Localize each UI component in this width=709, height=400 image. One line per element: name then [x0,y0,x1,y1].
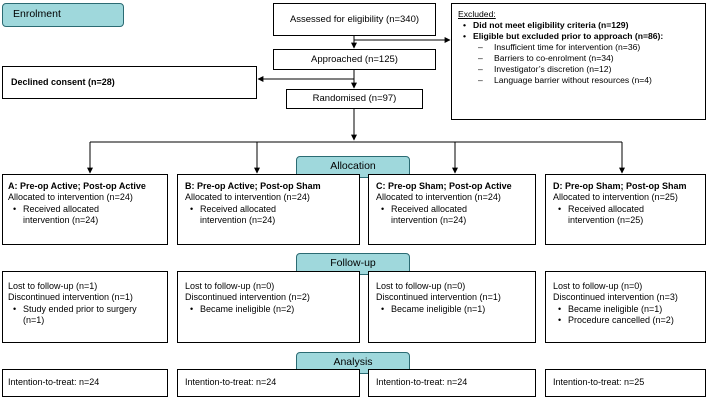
excluded-sub-discretion: Investigator’s discretion (n=12) [458,64,699,75]
allocation-box-A: A: Pre-op Active; Post-op Active Allocat… [2,174,168,245]
followup-box-C: Lost to follow-up (n=0) Discontinued int… [368,271,536,343]
allocation-box-D: D: Pre-op Sham; Post-op Sham Allocated t… [545,174,706,245]
excluded-item-ineligible: Did not meet eligibility criteria (n=129… [458,20,699,31]
assessed-box: Assessed for eligibility (n=340) [273,3,436,36]
followup-box-B: Lost to follow-up (n=0) Discontinued int… [177,271,360,343]
approached-box: Approached (n=125) [273,49,436,70]
excluded-sub-coenrolment: Barriers to co-enrolment (n=34) [458,53,699,64]
followup-box-D: Lost to follow-up (n=0) Discontinued int… [545,271,706,343]
stage-enrolment: Enrolment [2,3,124,27]
analysis-box-A: Intention-to-treat: n=24 [2,369,168,397]
allocation-box-B: B: Pre-op Active; Post-op Sham Allocated… [177,174,360,245]
excluded-sub-time: Insufficient time for intervention (n=36… [458,42,699,53]
analysis-box-C: Intention-to-treat: n=24 [368,369,536,397]
excluded-box: Excluded: Did not meet eligibility crite… [451,3,706,120]
excluded-title: Excluded: [458,9,496,19]
excluded-item-prior-approach: Eligible but excluded prior to approach … [458,31,699,42]
followup-box-A: Lost to follow-up (n=1) Discontinued int… [2,271,168,343]
randomised-box: Randomised (n=97) [286,89,423,109]
excluded-sub-language: Language barrier without resources (n=4) [458,75,699,86]
stage-followup: Follow-up [296,253,410,275]
allocation-box-C: C: Pre-op Sham; Post-op Active Allocated… [368,174,536,245]
analysis-box-B: Intention-to-treat: n=24 [177,369,360,397]
declined-consent-box: Declined consent (n=28) [2,66,257,99]
analysis-box-D: Intention-to-treat: n=25 [545,369,706,397]
